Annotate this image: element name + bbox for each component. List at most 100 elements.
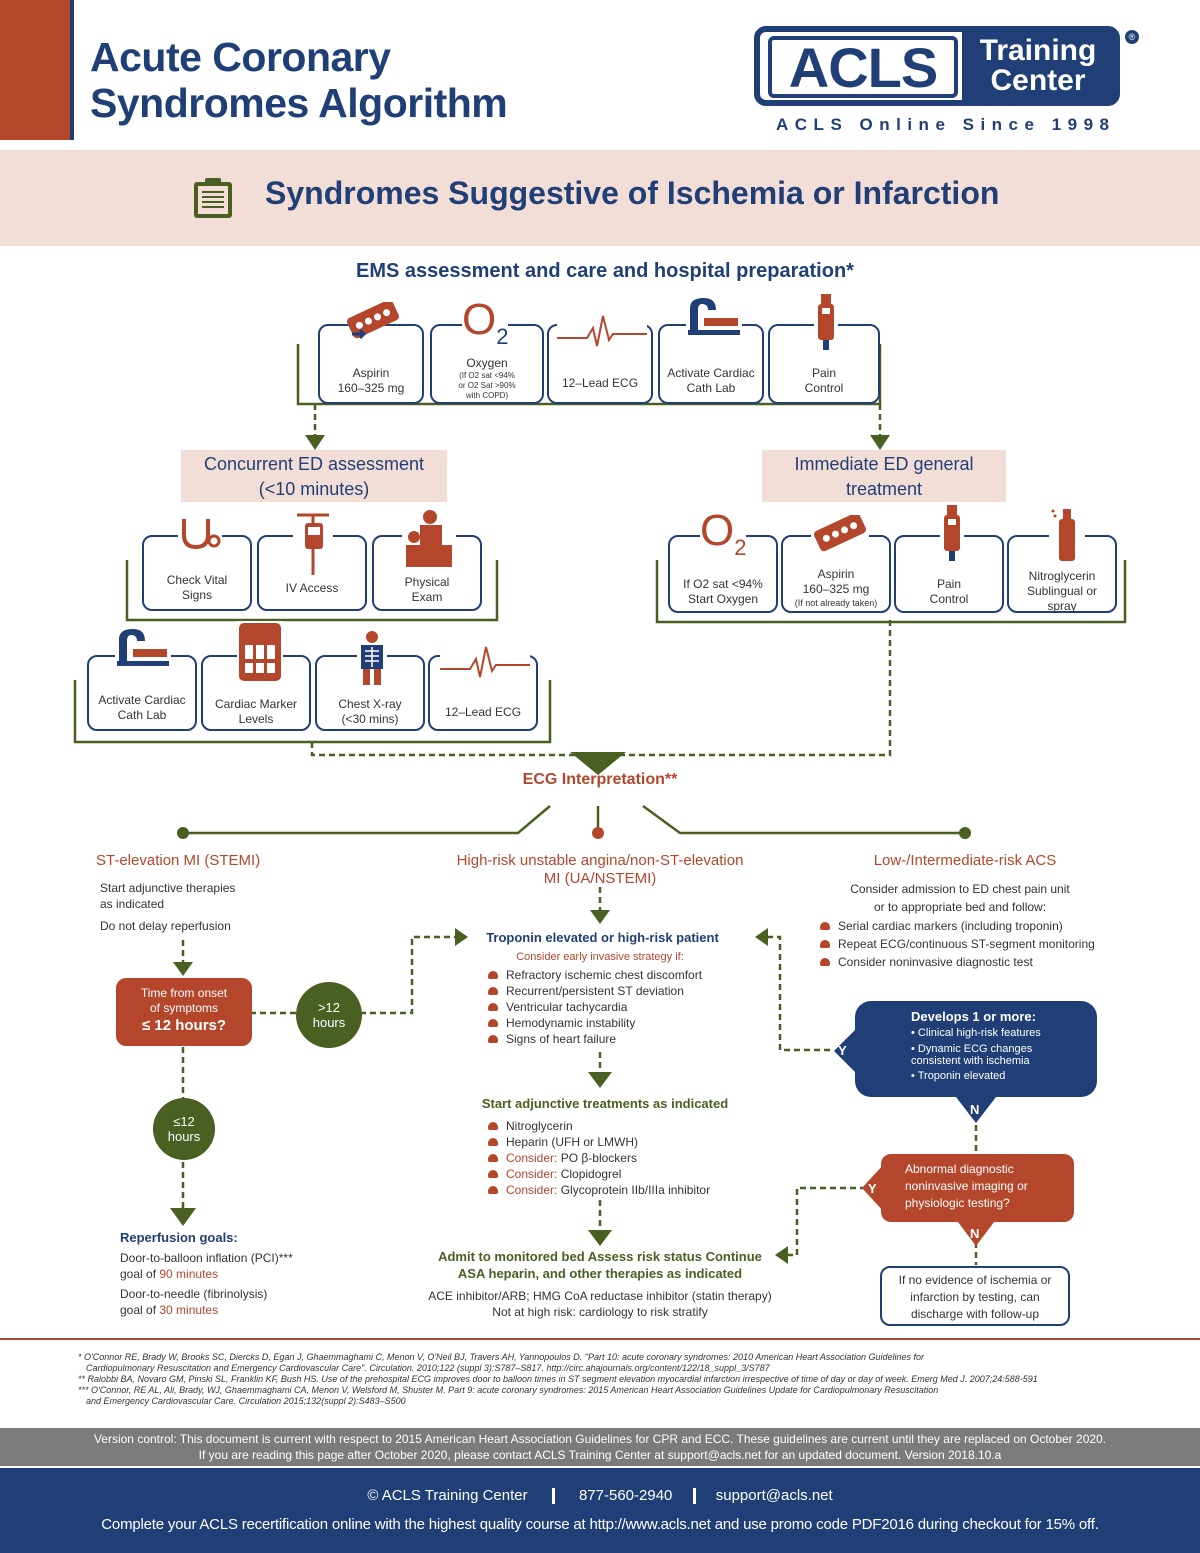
ecg-interpretation: ECG Interpretation**: [522, 771, 678, 788]
nitroglycerin-label: Nitroglycerin Sublingual or spray: [1026, 569, 1098, 613]
ems-oxygen-label: Oxygen: [466, 356, 508, 370]
develops-item: • Dynamic ECG changes consistent with is…: [911, 1043, 1033, 1067]
low-risk-list: Serial cardiac markers (including tropon…: [816, 918, 1116, 970]
cardiac-marker-icon: [237, 621, 283, 683]
physical-exam-label: Physical Exam: [404, 575, 450, 604]
immediate-heading: Immediate ED general treatment: [762, 450, 1006, 502]
ems-pain-box: Pain Control: [768, 294, 880, 404]
time-onset-box: Time from onset of symptoms ≤ 12 hours?: [116, 978, 252, 1046]
band-title: Syndromes Suggestive of Ischemia or Infa…: [265, 175, 1000, 211]
ecg-box-2: 12–Lead ECG: [428, 645, 538, 731]
syringe-icon: [940, 505, 964, 567]
list-item: Signs of heart failure: [484, 1031, 744, 1047]
ems-oxygen-box: O2 Oxygen (If O2 sat <94% or O2 Sat >90%…: [430, 298, 544, 404]
header-accent-stripe: [70, 0, 74, 140]
list-item: Refractory ischemic chest discomfort: [484, 967, 744, 983]
reperfusion-goals: Reperfusion goals: Door-to-balloon infla…: [120, 1230, 293, 1317]
immediate-pain-box: Pain Control: [894, 505, 1004, 613]
pill-icon: [811, 515, 869, 555]
list-item: Nitroglycerin: [484, 1118, 764, 1134]
list-item: Serial cardiac markers (including tropon…: [816, 918, 1116, 934]
immediate-aspirin-sub: (If not already taken): [794, 598, 878, 608]
ems-heading: EMS assessment and care and hospital pre…: [356, 260, 854, 282]
footer-promo[interactable]: Complete your ACLS recertification onlin…: [101, 1516, 1099, 1533]
list-item: Consider: Clopidogrel: [484, 1166, 764, 1182]
physical-exam-box: Physical Exam: [372, 509, 482, 611]
header-accent-bar: [0, 0, 70, 140]
footer-contact: © ACLS Training Center 877-560-2940 supp…: [0, 1487, 1200, 1505]
immediate-aspirin-label: Aspirin 160–325 mg: [802, 567, 870, 596]
registered-mark: ®: [1125, 30, 1139, 44]
references: * O'Connor RE, Brady W, Brooks SC, Dierc…: [78, 1352, 1038, 1406]
iv-bag-icon: [293, 513, 333, 579]
list-item: Repeat ECG/continuous ST-segment monitor…: [816, 936, 1116, 952]
immediate-pain-label: Pain Control: [929, 577, 969, 606]
ems-aspirin-box: Aspirin 160–325 mg: [318, 302, 424, 404]
develops-no: N: [970, 1102, 980, 1117]
pill-icon: [347, 302, 399, 340]
low-risk-instructions: Consider admission to ED chest pain unit…: [850, 882, 1070, 914]
list-item: Recurrent/persistent ST deviation: [484, 983, 744, 999]
divider: [551, 1488, 555, 1505]
low-risk-heading: Low-/Intermediate-risk ACS: [873, 852, 1057, 869]
list-item: Heparin (UFH or LMWH): [484, 1134, 764, 1150]
page-title: Acute Coronary Syndromes Algorithm: [90, 34, 508, 126]
stemi-instructions: Start adjunctive therapies as indicated …: [100, 881, 236, 933]
acls-logo[interactable]: ACLS Training Center: [754, 26, 1120, 106]
clipboard-icon: [194, 178, 232, 218]
cath-lab-box-2: Activate Cardiac Cath Lab: [87, 627, 197, 731]
vital-signs-label: Check Vital Signs: [166, 573, 228, 602]
develops-diamond: [834, 1001, 996, 1123]
list-item: Consider noninvasive diagnostic test: [816, 954, 1116, 970]
ems-cath-box: Activate Cardiac Cath Lab: [658, 296, 764, 404]
list-item: Hemodynamic instability: [484, 1015, 744, 1031]
footer-phone[interactable]: 877-560-2940: [578, 1487, 673, 1504]
invasive-list: Refractory ischemic chest discomfort Rec…: [484, 967, 744, 1047]
develops-item: • Troponin elevated: [911, 1070, 1006, 1082]
logo-training-center: Training Center: [962, 32, 1114, 100]
develops-yes: Y: [838, 1043, 847, 1058]
vital-signs-box: Check Vital Signs: [142, 517, 252, 611]
oxygen-icon: O2: [700, 509, 747, 570]
nstemi-heading: High-risk unstable angina/non-ST-elevati…: [456, 852, 744, 887]
stethoscope-icon: [178, 517, 222, 559]
ems-cath-label: Activate Cardiac Cath Lab: [667, 366, 755, 395]
footer: © ACLS Training Center 877-560-2940 supp…: [0, 1468, 1200, 1553]
ems-aspirin-label: Aspirin 160–325 mg: [337, 366, 405, 395]
cardiac-marker-label: Cardiac Marker Levels: [214, 697, 298, 726]
ems-pain-label: Pain Control: [804, 366, 844, 395]
ecg-icon: [557, 314, 647, 348]
cath-lab-label-2: Activate Cardiac Cath Lab: [98, 693, 186, 722]
troponin-heading: Troponin elevated or high-risk patient: [486, 930, 719, 945]
spray-icon: [1049, 507, 1085, 565]
concurrent-heading: Concurrent ED assessment (<10 minutes): [181, 450, 447, 502]
list-item: Consider: Glycoprotein IIb/IIIa inhibito…: [484, 1182, 764, 1198]
admit-notes: ACE inhibitor/ARB; HMG CoA reductase inh…: [428, 1289, 772, 1319]
ems-ecg-label: 12–Lead ECG: [561, 376, 639, 390]
doctor-icon: [402, 509, 456, 569]
chest-xray-label: Chest X-ray (<30 mins): [338, 697, 402, 726]
admit-heading: Admit to monitored bed Assess risk statu…: [438, 1249, 762, 1281]
discharge-box: If no evidence of ischemia or infarction…: [880, 1266, 1070, 1326]
abnormal-yes: Y: [868, 1181, 877, 1196]
cardiac-marker-box: Cardiac Marker Levels: [201, 621, 311, 731]
footer-email-link[interactable]: support@acls.net: [715, 1487, 833, 1504]
logo-tagline: ACLS Online Since 1998: [776, 115, 1116, 134]
footer-copyright: © ACLS Training Center: [367, 1487, 528, 1504]
chest-xray-box: Chest X-ray (<30 mins): [315, 631, 425, 731]
iv-access-label: IV Access: [285, 581, 339, 595]
develops-box: Develops 1 or more: • Clinical high-risk…: [855, 1001, 1097, 1097]
ems-oxygen-sub: (If O2 sat <94% or O2 Sat >90% with COPD…: [458, 371, 516, 400]
ecg-label-2: 12–Lead ECG: [444, 705, 522, 719]
adjunctive-list: Nitroglycerin Heparin (UFH or LMWH) Cons…: [484, 1118, 764, 1198]
immediate-oxygen-label: If O2 sat <94% Start Oxygen: [683, 577, 763, 606]
syringe-icon: [814, 294, 838, 356]
develops-item: • Clinical high-risk features: [911, 1027, 1041, 1039]
oxygen-icon: O2: [462, 298, 509, 359]
invasive-heading: Consider early invasive strategy if:: [516, 951, 684, 963]
divider: [0, 1338, 1200, 1340]
nitroglycerin-box: Nitroglycerin Sublingual or spray: [1007, 507, 1117, 613]
